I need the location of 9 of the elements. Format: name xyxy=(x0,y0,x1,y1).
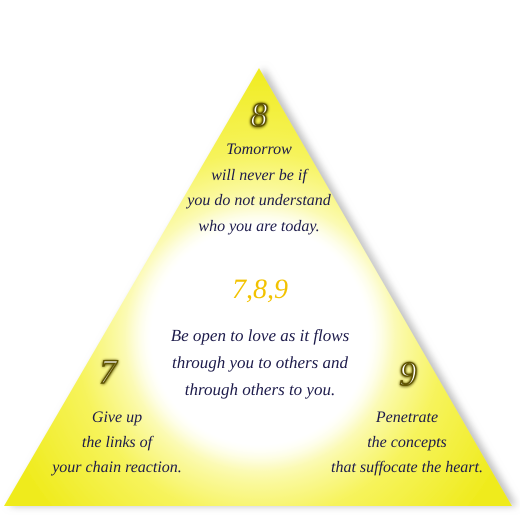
triangle-shape xyxy=(4,68,512,506)
center-heading: 7,8,9 xyxy=(231,274,289,306)
quote-text: Tomorrow will never be if you do not understand who you are today. xyxy=(185,140,332,236)
quote-text: Be open to love as it flows through you to others and through others to you. xyxy=(170,325,350,401)
section-number: 7 xyxy=(98,355,118,391)
quote-text: Penetrate the concepts that suffocate the heart. xyxy=(330,408,484,478)
section-number: 9 xyxy=(398,357,418,393)
quote-text: Give up the links of your chain reaction. xyxy=(50,408,183,478)
section-number: 8 xyxy=(250,98,268,134)
